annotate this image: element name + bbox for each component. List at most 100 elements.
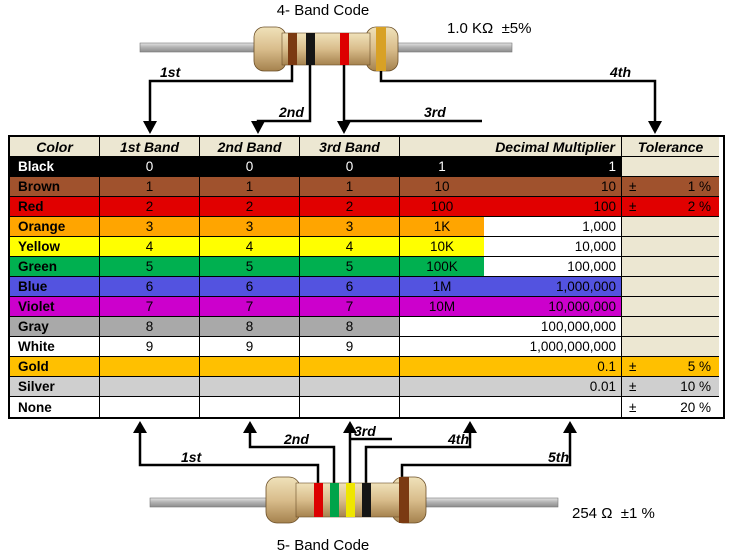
- five-band-code-title: 5- Band Code: [276, 537, 370, 554]
- color-name-green: Green: [10, 257, 100, 277]
- arrow-label-2nd: 2nd: [283, 431, 309, 447]
- band-digit-cell: 6: [100, 277, 200, 297]
- arrow-label-3rd: 3rd: [354, 423, 376, 439]
- resistor-band-brown: [288, 33, 297, 65]
- multiplier-short: 1: [438, 159, 446, 174]
- band-digit-cell: 3: [200, 217, 300, 237]
- band-digit-cell: 0: [200, 157, 300, 177]
- band-digit-cell: [200, 377, 300, 397]
- band-digit-cell: [200, 357, 300, 377]
- resistor-band-green: [330, 483, 339, 517]
- band-digit-cell: 9: [100, 337, 200, 357]
- resistor-band-yellow: [346, 483, 355, 517]
- four-band-resistor-diagram: 1st 2nd 3rd 4th: [139, 26, 662, 134]
- band-digit-cell: [100, 397, 200, 417]
- four-band-value-label: 1.0 KΩ ±5%: [447, 20, 532, 37]
- tolerance-cell: [622, 157, 719, 177]
- band-digit-cell: 2: [100, 197, 200, 217]
- multiplier-cell: 100K 100,000: [400, 257, 622, 277]
- header-2nd-band: 2nd Band: [200, 137, 300, 157]
- resistor-band-gold: [376, 27, 386, 71]
- tolerance-cell: ±1 %: [622, 177, 719, 197]
- arrow-label-1st: 1st: [181, 449, 203, 465]
- multiplier-cell: 100 100: [400, 197, 622, 217]
- multiplier-cell: 100,000,000: [400, 317, 622, 337]
- multiplier-short: [400, 357, 484, 376]
- tolerance-cell: [622, 337, 719, 357]
- resistor-band-red: [340, 33, 349, 65]
- tolerance-sign: ±: [629, 379, 637, 394]
- tolerance-cell: ±2 %: [622, 197, 719, 217]
- band-digit-cell: 7: [200, 297, 300, 317]
- multiplier-cell: 1K 1,000: [400, 217, 622, 237]
- color-name-none: None: [10, 397, 100, 417]
- multiplier-full: 0.01: [589, 379, 616, 394]
- multiplier-cell: [400, 397, 622, 417]
- multiplier-full: 1: [608, 159, 616, 174]
- band-digit-cell: 6: [200, 277, 300, 297]
- multiplier-full: 100: [593, 199, 616, 214]
- color-name-gold: Gold: [10, 357, 100, 377]
- multiplier-full: 1,000,000: [555, 279, 616, 294]
- multiplier-short: 100: [430, 199, 454, 214]
- color-name-violet: Violet: [10, 297, 100, 317]
- multiplier-full: 10,000,000: [548, 299, 616, 314]
- band-digit-cell: [200, 397, 300, 417]
- tolerance-sign: ±: [629, 359, 637, 374]
- tolerance-value: 10 %: [680, 379, 711, 394]
- resistor-color-code-table: Color 1st Band 2nd Band 3rd Band Decimal…: [8, 135, 725, 419]
- header-3rd-band: 3rd Band: [300, 137, 400, 157]
- band-digit-cell: 9: [300, 337, 400, 357]
- band-digit-cell: [300, 397, 400, 417]
- band-digit-cell: 8: [200, 317, 300, 337]
- multiplier-full: 10: [600, 179, 616, 194]
- multiplier-short: [400, 377, 484, 396]
- band-digit-cell: 4: [200, 237, 300, 257]
- multiplier-short: 100K: [400, 257, 484, 276]
- multiplier-full: 1,000: [582, 219, 616, 234]
- band-digit-cell: 3: [100, 217, 200, 237]
- tolerance-value: 2 %: [687, 199, 711, 214]
- multiplier-full: 1,000,000,000: [529, 339, 616, 354]
- color-name-yellow: Yellow: [10, 237, 100, 257]
- tolerance-sign: ±: [629, 179, 637, 194]
- resistor-band-black: [362, 483, 371, 517]
- band-pointer-arrows: [138, 432, 572, 483]
- color-name-orange: Orange: [10, 217, 100, 237]
- band-digit-cell: 2: [200, 197, 300, 217]
- multiplier-cell: 0.01: [400, 377, 622, 397]
- multiplier-full: 0.1: [597, 359, 616, 374]
- resistor-band-red: [314, 483, 323, 517]
- arrow-label-3rd: 3rd: [424, 104, 446, 120]
- tolerance-cell: [622, 237, 719, 257]
- arrow-label-1st: 1st: [160, 64, 182, 80]
- color-name-black: Black: [10, 157, 100, 177]
- five-band-value-label: 254 Ω ±1 %: [572, 505, 655, 522]
- band-digit-cell: [300, 357, 400, 377]
- color-name-red: Red: [10, 197, 100, 217]
- multiplier-full: 100,000: [567, 259, 616, 274]
- tolerance-cell: [622, 317, 719, 337]
- band-digit-cell: 7: [100, 297, 200, 317]
- color-name-white: White: [10, 337, 100, 357]
- resistor-body-end-left: [265, 476, 301, 524]
- band-digit-cell: 5: [200, 257, 300, 277]
- resistor-band-black: [306, 33, 315, 65]
- band-digit-cell: 5: [300, 257, 400, 277]
- band-digit-cell: 4: [100, 237, 200, 257]
- multiplier-short: 1K: [400, 217, 484, 236]
- tolerance-cell: [622, 297, 719, 317]
- band-digit-cell: 8: [300, 317, 400, 337]
- four-band-code-title: 4- Band Code: [276, 2, 370, 19]
- band-pointer-arrows: [148, 65, 657, 123]
- arrow-label-4th: 4th: [447, 431, 469, 447]
- five-band-resistor-diagram: 1st 2nd 3rd 4th 5th: [133, 421, 577, 524]
- tolerance-sign: ±: [629, 399, 637, 415]
- arrow-label-5th: 5th: [548, 449, 569, 465]
- multiplier-cell: 1,000,000,000: [400, 337, 622, 357]
- arrow-label-2nd: 2nd: [278, 104, 304, 120]
